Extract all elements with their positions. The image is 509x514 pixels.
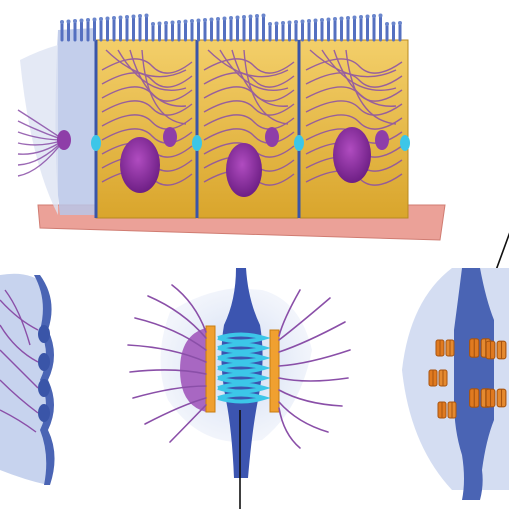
tight-junction-panel <box>0 274 55 485</box>
desmosome-spot <box>192 135 202 151</box>
microvilli <box>60 14 402 41</box>
desmosome-spot <box>294 135 304 151</box>
partial-left-cell <box>55 28 96 215</box>
desmosome-panel <box>128 268 350 509</box>
nucleus <box>120 137 160 193</box>
nucleus <box>226 143 262 197</box>
gap-junction-panel <box>402 268 509 500</box>
plaque-right <box>270 330 279 412</box>
nucleus <box>333 127 371 183</box>
plaque-left <box>206 326 215 412</box>
desmosome-spot <box>91 135 101 151</box>
desmosome-spot <box>400 135 410 151</box>
